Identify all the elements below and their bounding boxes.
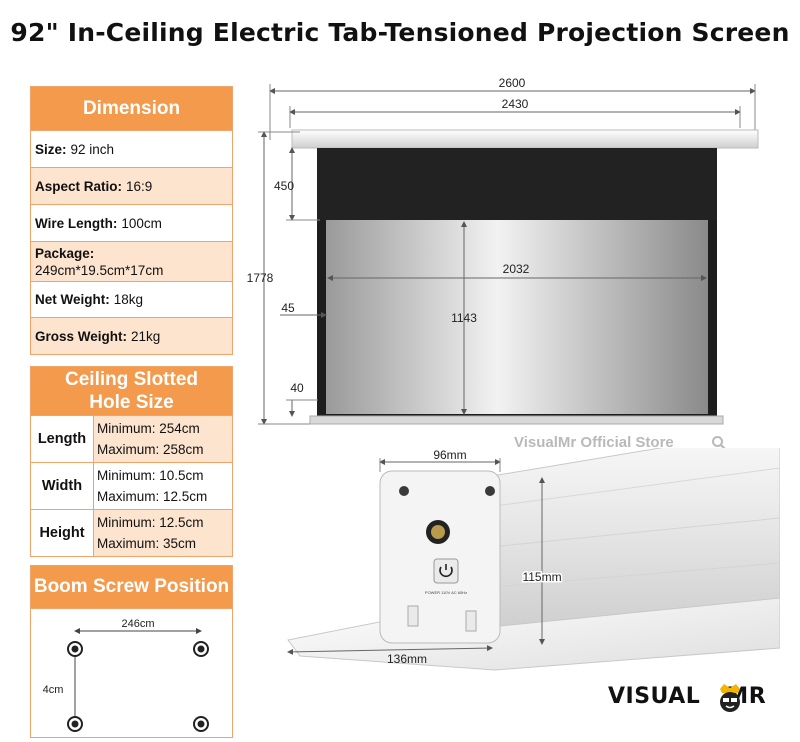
boom-screw-heading: Boom Screw Position bbox=[31, 566, 232, 608]
hole-size-heading: Ceiling Slotted Hole Size bbox=[31, 367, 232, 415]
power-button-icon bbox=[433, 558, 459, 584]
hole-max: Maximum: 258cm bbox=[97, 442, 204, 457]
hole-label: Length bbox=[31, 416, 94, 462]
dimension-heading: Dimension bbox=[31, 87, 232, 130]
spec-label: Wire Length: bbox=[35, 215, 118, 231]
spec-row-package: Package: 249cm*19.5cm*17cm bbox=[31, 241, 232, 281]
black-drop bbox=[317, 148, 717, 220]
screw-hole-icon bbox=[67, 716, 83, 732]
spec-label: Package: bbox=[35, 245, 95, 261]
hole-label: Width bbox=[31, 463, 94, 509]
bottom-bar bbox=[309, 415, 724, 425]
spec-label: Size: bbox=[35, 141, 67, 157]
spec-value: 92 inch bbox=[70, 141, 115, 157]
hole-label: Height bbox=[31, 510, 94, 556]
housing-width-label: 96mm bbox=[433, 448, 466, 462]
hole-max: Maximum: 12.5cm bbox=[97, 489, 208, 504]
hole-size-panel: Ceiling Slotted Hole Size Length Minimum… bbox=[30, 366, 233, 557]
hole-row-length: Length Minimum: 254cm Maximum: 258cm bbox=[31, 415, 232, 462]
mount-tab bbox=[465, 610, 477, 632]
hole-min: Minimum: 10.5cm bbox=[97, 468, 204, 483]
screen-view-area bbox=[326, 220, 708, 414]
spec-row-size: Size: 92 inch bbox=[31, 130, 232, 167]
spec-label: Net Weight: bbox=[35, 292, 110, 307]
housing-tube bbox=[479, 448, 780, 629]
crown-mascot-icon bbox=[720, 684, 740, 712]
drop-label: 450 bbox=[274, 179, 294, 193]
view-height-label: 1143 bbox=[451, 311, 477, 325]
dimension-panel: Dimension Size: 92 inch Aspect Ratio: 16… bbox=[30, 86, 233, 355]
screen-dimension-diagram: 2600 2430 1778 450 2032 45 1143 40 bbox=[247, 76, 759, 425]
boom-screw-diagram: 246cm 4cm bbox=[31, 608, 232, 737]
hole-min: Minimum: 12.5cm bbox=[97, 515, 204, 530]
page-title: 92" In-Ceiling Electric Tab-Tensioned Pr… bbox=[10, 18, 790, 47]
screw-icon bbox=[485, 486, 495, 496]
hole-row-width: Width Minimum: 10.5cm Maximum: 12.5cm bbox=[31, 462, 232, 509]
screw-hole-icon bbox=[193, 641, 209, 657]
spec-value: 249cm*19.5cm*17cm bbox=[35, 262, 164, 278]
overall-width-label: 2600 bbox=[499, 76, 526, 90]
spec-row-wire-length: Wire Length: 100cm bbox=[31, 204, 232, 241]
boom-width-label: 246cm bbox=[121, 618, 154, 630]
case-width-label: 2430 bbox=[502, 97, 529, 111]
boom-screw-svg: 246cm 4cm bbox=[43, 618, 209, 732]
bottom-border-label: 40 bbox=[290, 381, 304, 395]
boom-height-label: 4cm bbox=[43, 684, 64, 696]
power-label: POWER 110V AC 60Hz bbox=[425, 590, 467, 595]
store-watermark: VisualMr Official Store bbox=[514, 434, 674, 451]
spec-label: Gross Weight: bbox=[35, 328, 128, 344]
hole-row-height: Height Minimum: 12.5cm Maximum: 35cm bbox=[31, 509, 232, 556]
base-width-label: 136mm bbox=[387, 652, 427, 666]
mount-tab bbox=[407, 605, 419, 627]
hole-heading-line2: Hole Size bbox=[89, 392, 174, 413]
housing-diagram: POWER 110V AC 60Hz 96mm 115mm 136mm bbox=[287, 448, 780, 671]
total-height-label: 1778 bbox=[247, 271, 274, 285]
spec-value: 16:9 bbox=[126, 178, 153, 194]
screw-hole-icon bbox=[67, 641, 83, 657]
hole-min: Minimum: 254cm bbox=[97, 421, 200, 436]
spec-row-gross-weight: Gross Weight: 21kg bbox=[31, 317, 232, 354]
boom-screw-panel: Boom Screw Position 246cm 4cm bbox=[30, 565, 233, 738]
screw-hole-icon bbox=[193, 716, 209, 732]
side-border-label: 45 bbox=[281, 301, 295, 315]
spec-value: 100cm bbox=[121, 215, 162, 231]
screw-icon bbox=[399, 486, 409, 496]
spec-row-aspect-ratio: Aspect Ratio: 16:9 bbox=[31, 167, 232, 204]
spec-value: 18kg bbox=[113, 292, 144, 307]
hole-heading-line1: Ceiling Slotted bbox=[65, 369, 198, 390]
brand-logo-text: VISUAL bbox=[608, 684, 701, 709]
spec-value: 21kg bbox=[131, 328, 161, 344]
end-cap bbox=[379, 470, 501, 644]
spec-row-net-weight: Net Weight: 18kg bbox=[31, 281, 232, 317]
hole-max: Maximum: 35cm bbox=[97, 536, 197, 551]
ceiling-casing bbox=[291, 129, 759, 149]
spec-label: Aspect Ratio: bbox=[35, 178, 123, 194]
view-width-label: 2032 bbox=[503, 262, 530, 276]
housing-height-label: 115mm bbox=[522, 570, 561, 584]
